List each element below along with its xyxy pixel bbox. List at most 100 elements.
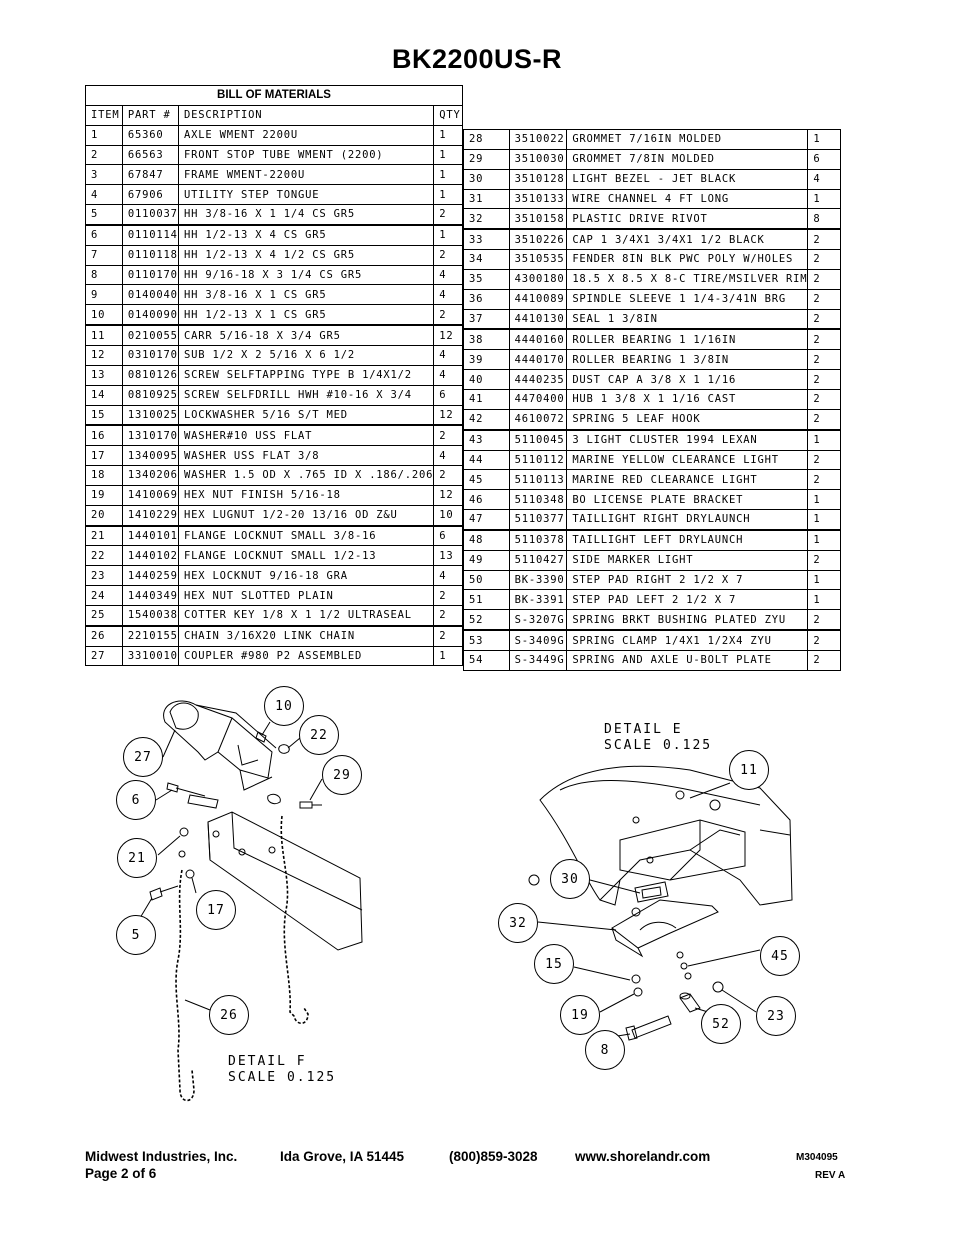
bom-description: SPRING CLAMP 1/4X1 1/2X4 ZYU	[566, 629, 809, 651]
detail-e-scale: SCALE 0.125	[604, 738, 713, 753]
bom-table-left: BILL OF MATERIALS ITEM PART # DESCRIPTIO…	[85, 85, 463, 667]
bom-part-number: 1540038	[121, 604, 180, 627]
bom-part-number: S-3449G	[508, 649, 568, 671]
footer-company: Midwest Industries, Inc.	[85, 1149, 238, 1164]
bom-qty: 1	[807, 569, 841, 591]
bom-description: SCREW SELFTAPPING TYPE B 1/4X1/2	[178, 364, 435, 386]
callout-26: 26	[209, 995, 249, 1035]
bom-description: TAILLIGHT LEFT DRYLAUNCH	[566, 529, 809, 551]
bom-qty: 1	[433, 645, 463, 667]
callout-21: 21	[117, 838, 157, 878]
bom-qty: 1	[433, 224, 463, 246]
bom-description: GROMMET 7/8IN MOLDED	[566, 148, 809, 170]
detail-e-label: DETAIL E SCALE 0.125	[604, 722, 712, 754]
bom-part-number: 1310025	[121, 404, 180, 427]
bom-description: STEP PAD LEFT 2 1/2 X 7	[566, 589, 809, 611]
bom-description: HEX NUT FINISH 5/16-18	[178, 484, 435, 506]
bom-part-number: 1340095	[121, 445, 180, 467]
bom-item-number: 42	[463, 408, 510, 431]
bom-item-number: 20	[85, 504, 123, 527]
bom-description: PLASTIC DRIVE RIVOT	[566, 208, 809, 231]
bom-part-number: 0810126	[121, 364, 180, 386]
bom-part-number: 5110377	[508, 509, 568, 531]
bom-description: HH 1/2-13 X 1 CS GR5	[178, 304, 435, 327]
bom-description: SPRING 5 LEAF HOOK	[566, 408, 809, 431]
callout-leaders	[139, 721, 761, 1039]
footer-phone: (800)859-3028	[449, 1149, 538, 1164]
bom-part-number: 4470400	[508, 388, 568, 410]
bom-part-number: 5110045	[508, 429, 568, 451]
bom-description: CARR 5/16-18 X 3/4 GR5	[178, 324, 435, 346]
bom-description: ROLLER BEARING 1 1/16IN	[566, 328, 809, 351]
bom-qty: 2	[433, 204, 463, 226]
bom-description: HH 1/2-13 X 4 CS GR5	[178, 224, 435, 246]
bom-item-number: 15	[85, 404, 123, 427]
bom-part-number: S-3409G	[508, 629, 568, 651]
detail-f-label: DETAIL F SCALE 0.125	[228, 1054, 336, 1086]
callout-29: 29	[322, 755, 362, 795]
callout-52: 52	[701, 1004, 741, 1044]
bom-part-number: 0140090	[121, 304, 180, 327]
bom-description: FRONT STOP TUBE WMENT (2200)	[178, 144, 435, 166]
bom-description: FLANGE LOCKNUT SMALL 3/8-16	[178, 525, 435, 547]
bom-description: FRAME WMENT-2200U	[178, 164, 435, 186]
bom-item-number: 54	[463, 649, 510, 671]
bom-item-number: 52	[463, 609, 510, 632]
bom-part-number: 1310170	[121, 424, 180, 447]
bom-description: FENDER 8IN BLK PWC POLY W/HOLES	[566, 249, 809, 270]
bom-part-number: 0310170	[121, 344, 180, 366]
bom-part-number: 1410229	[121, 504, 180, 527]
footer-doc-number: M304095	[796, 1152, 838, 1163]
callout-27: 27	[123, 737, 163, 777]
bom-qty: 1	[807, 529, 841, 551]
bom-part-number: 67906	[121, 184, 180, 206]
bom-item-number: 31	[463, 188, 510, 210]
bom-part-number: 4410130	[508, 308, 568, 331]
callout-17: 17	[196, 890, 236, 930]
bom-header-row: ITEM PART # DESCRIPTION QTY	[85, 104, 463, 126]
bom-description: COTTER KEY 1/8 X 1 1/2 ULTRASEAL	[178, 604, 435, 627]
bom-qty: 2	[433, 625, 463, 647]
page-title: BK2200US-R	[391, 44, 563, 74]
bom-item-number: 33	[463, 228, 510, 251]
bom-description: HEX NUT SLOTTED PLAIN	[178, 585, 435, 606]
bom-description: HH 1/2-13 X 4 1/2 CS GR5	[178, 244, 435, 266]
bom-qty: 2	[807, 328, 841, 351]
bom-part-number: 4440160	[508, 328, 568, 351]
bom-part-number: 3510226	[508, 228, 568, 251]
bom-qty: 12	[433, 324, 463, 346]
bom-qty: 2	[807, 629, 841, 651]
bom-part-number: 0110114	[121, 224, 180, 246]
bom-part-number: 0210055	[121, 324, 180, 346]
bom-part-number: 3510022	[508, 129, 568, 150]
bom-description: STEP PAD RIGHT 2 1/2 X 7	[566, 569, 809, 591]
callout-5: 5	[116, 915, 156, 955]
callout-15: 15	[534, 944, 574, 984]
bom-item-number: 6	[85, 224, 123, 246]
bom-description: CHAIN 3/16X20 LINK CHAIN	[178, 625, 435, 647]
bom-description: SPRING AND AXLE U-BOLT PLATE	[566, 649, 809, 671]
